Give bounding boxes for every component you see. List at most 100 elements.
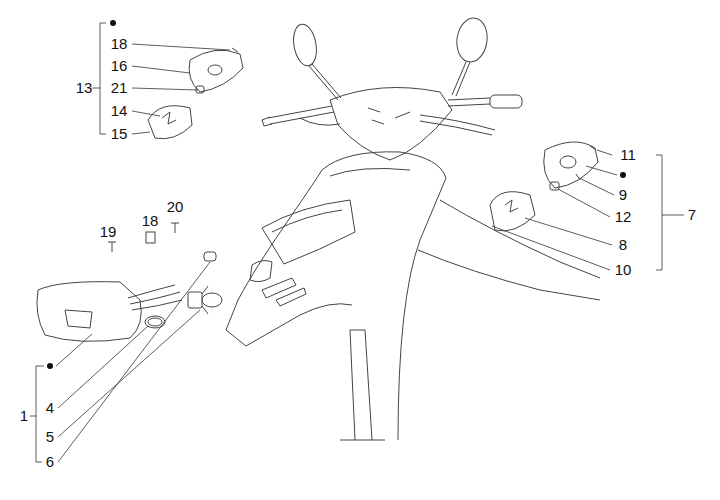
scooter-body: [250, 261, 272, 282]
leader-lines: [56, 44, 617, 462]
callout-number: 18: [111, 35, 128, 52]
callout-number-box: 9: [619, 186, 627, 204]
brackets: [30, 366, 44, 462]
callout-number: 6: [46, 453, 54, 470]
scooter-body: [272, 210, 342, 232]
scooter-body: [300, 118, 340, 125]
leader-lines: [132, 44, 230, 50]
left-turn-signal: [196, 86, 204, 93]
leader-lines: [58, 262, 210, 462]
callout-number-box: 20: [167, 198, 184, 216]
callout-number: 12: [615, 208, 632, 225]
left-turn-signal: [208, 65, 222, 75]
leader-lines: [597, 150, 612, 155]
leader-lines: [56, 334, 92, 366]
scooter-body: [262, 278, 306, 306]
callout-number-box: 18: [142, 212, 159, 230]
leader-lines: [132, 88, 198, 90]
scooter-body: [368, 108, 410, 124]
leader-lines: [58, 326, 148, 408]
headlight-parts: [146, 232, 155, 243]
group-dots: [47, 363, 53, 369]
headlight-parts: [202, 286, 208, 314]
leader-lines: [586, 166, 617, 175]
callout-number-box: 5: [46, 428, 54, 446]
callout-number: 1: [20, 407, 28, 424]
callout-number: 10: [615, 261, 632, 278]
callout-number: 9: [619, 186, 627, 203]
callout-number-box: 13: [76, 79, 93, 97]
scooter-body: [454, 16, 490, 64]
headlight-parts: [128, 285, 182, 310]
callout-number: 13: [76, 79, 93, 96]
callout-number: 8: [619, 236, 627, 253]
right-turn-signal: [490, 192, 535, 231]
headlight-parts: [204, 252, 216, 261]
callout-number-box: 19: [100, 223, 117, 241]
callout-number-box: 6: [46, 453, 54, 471]
left-turn-signal: [148, 106, 192, 139]
leader-lines: [132, 66, 190, 73]
callout-number-box: 18: [111, 35, 128, 53]
callout-number-box: 4: [46, 399, 54, 417]
right-turn-signal: [505, 200, 518, 212]
leader-lines: [132, 111, 160, 116]
group-dots: [110, 20, 116, 26]
callout-number-box: 8: [619, 236, 627, 254]
leader-lines: [132, 132, 150, 134]
callout-number: 5: [46, 428, 54, 445]
headlight-parts: [37, 282, 141, 342]
callout-number-box: 16: [111, 57, 128, 75]
callout-number: 16: [111, 57, 128, 74]
leader-lines: [525, 218, 612, 245]
scooter-body: [448, 98, 490, 106]
brackets: [30, 23, 684, 462]
callout-number: 14: [111, 102, 128, 119]
scooter-body: [322, 152, 446, 440]
callout-number-box: 12: [615, 208, 632, 226]
group-dots: [47, 20, 626, 369]
headlight-parts: [202, 293, 222, 307]
headlight-parts: [65, 310, 92, 328]
callout-number: 20: [167, 198, 184, 215]
callout-number: 19: [100, 223, 117, 240]
callout-number: 21: [111, 79, 128, 96]
scooter-body: [418, 250, 600, 300]
callout-number: 11: [620, 146, 636, 163]
callout-number-box: 7: [688, 206, 696, 224]
scooter-body: [309, 64, 341, 100]
scooter-body: [226, 170, 352, 346]
right-turn-signal: [590, 146, 596, 150]
left-turn-signal: [232, 48, 238, 52]
scooter-body: [291, 22, 320, 67]
callout-number: 7: [688, 206, 696, 223]
callout-number-box: 10: [615, 261, 632, 279]
leader-lines: [579, 178, 614, 195]
scooter-body: [262, 200, 355, 264]
scooter-body: [330, 168, 410, 176]
headlight-parts: [108, 242, 116, 252]
leader-lines: [492, 226, 610, 270]
scooter-body: [330, 88, 452, 161]
right-turn-signal: [576, 174, 580, 180]
left-turn-signal: [189, 50, 243, 92]
callout-number-box: 11: [620, 146, 636, 164]
scooter-body: [262, 117, 272, 126]
callout-number: 15: [111, 125, 128, 142]
scooter-body: [340, 440, 385, 441]
brackets: [92, 23, 106, 134]
scooter-body: [440, 200, 600, 278]
right-turn-signal: [550, 182, 559, 190]
right-turn-signal: [490, 142, 598, 231]
right-turn-signal: [560, 156, 576, 168]
brackets: [656, 155, 684, 270]
leader-lines: [558, 189, 610, 217]
right-turn-signal: [544, 142, 598, 188]
callout-number-box: 15: [111, 125, 128, 143]
left-turn-signal: [162, 112, 176, 124]
callout-number-box: 1: [20, 407, 28, 425]
callout-number-box: 14: [111, 102, 128, 120]
headlight-parts: [188, 292, 202, 308]
